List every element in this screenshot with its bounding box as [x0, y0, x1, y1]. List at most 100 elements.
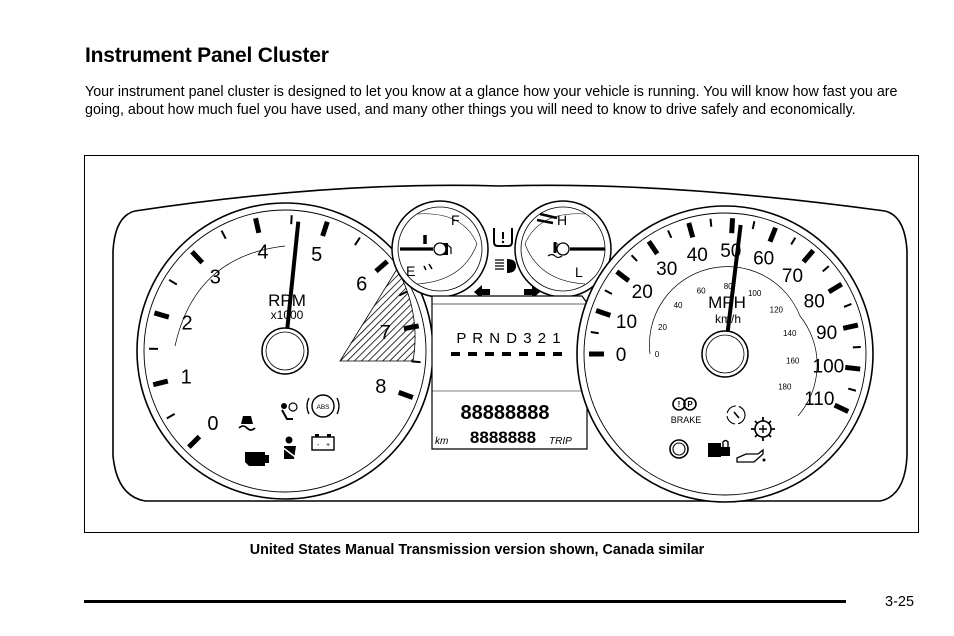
- speed-tick: [822, 265, 830, 273]
- tach-tick: [220, 230, 227, 240]
- tach-tick: [168, 278, 178, 286]
- gear-dash: [451, 352, 460, 356]
- page-title: Instrument Panel Cluster: [85, 44, 329, 67]
- tach-hub: [261, 327, 309, 375]
- tach-tick: [374, 259, 389, 274]
- tach-tick: [153, 310, 170, 320]
- tach-tick-label: 8: [375, 376, 386, 398]
- tach-tick: [403, 323, 420, 332]
- speed-tick: [844, 364, 861, 372]
- gear-selector-dashes: [451, 352, 562, 356]
- cruise-indicator-icon: [669, 439, 689, 459]
- airbag-icon: [281, 402, 298, 420]
- mph-tick-label: 70: [782, 266, 803, 287]
- tach-tick: [354, 236, 361, 246]
- brake-label: BRAKE: [671, 415, 702, 425]
- gear-indicator-label: P R N D 3 2 1: [456, 330, 561, 347]
- kmh-tick-label: 180: [778, 382, 792, 391]
- mph-tick-label: 100: [813, 357, 845, 378]
- gear-dash: [485, 352, 494, 356]
- gear-dash: [536, 352, 545, 356]
- speed-tick: [801, 248, 816, 264]
- tach-tick-label: 0: [207, 413, 218, 435]
- door-lock-icon: [708, 439, 730, 457]
- tire-pressure-icon: [493, 228, 513, 247]
- speed-tick: [847, 387, 857, 392]
- tach-tick-label: 4: [257, 241, 268, 263]
- tach-tick: [398, 290, 408, 297]
- speed-hub: [701, 330, 749, 378]
- mph-tick-label: 10: [616, 312, 637, 333]
- intro-paragraph: Your instrument panel cluster is designe…: [85, 84, 898, 118]
- mph-tick-label: 110: [804, 389, 834, 410]
- tach-unit-label: RPM: [268, 291, 306, 310]
- kmh-tick-label: 160: [786, 356, 800, 365]
- mph-tick-label: 40: [687, 245, 708, 266]
- oil-pressure-icon: [736, 448, 766, 463]
- odometer-km-label: km: [435, 436, 448, 447]
- mph-tick-label: 0: [616, 345, 627, 366]
- odometer-bottom-digits: 8888888: [470, 428, 536, 447]
- mph-tick-label: 20: [632, 282, 653, 303]
- kmh-tick-label: 100: [748, 289, 762, 298]
- svg-text:-: -: [317, 442, 320, 449]
- tach-tick: [320, 220, 330, 237]
- speed-tick: [827, 281, 843, 294]
- kmh-tick-label: 60: [697, 286, 706, 295]
- tach-tick: [166, 413, 176, 420]
- speed-tick: [615, 269, 631, 283]
- battery-icon: - +: [311, 434, 335, 451]
- tach-tick-label: 5: [311, 244, 322, 266]
- speed-tick: [590, 330, 599, 335]
- gear-dash: [519, 352, 528, 356]
- gear-dash: [553, 352, 562, 356]
- brake-icon: ! P BRAKE: [671, 397, 702, 425]
- mph-tick-label: 80: [804, 292, 825, 313]
- mph-tick-label: 30: [656, 259, 677, 280]
- tach-tick-label: 2: [182, 312, 193, 334]
- gear-dash: [502, 352, 511, 356]
- odometer-top-digits: 88888888: [461, 402, 550, 424]
- speed-tick: [790, 237, 797, 245]
- seatbelt-icon: [281, 436, 299, 460]
- tach-tick: [253, 217, 262, 234]
- speed-tick: [767, 226, 778, 243]
- tach-tick: [190, 250, 205, 265]
- fuel-gauge: F E: [391, 200, 489, 298]
- temp-low-label: L: [575, 264, 583, 280]
- footer-rule: [84, 600, 846, 603]
- fuel-empty-label: E: [406, 263, 415, 279]
- figure-caption: United States Manual Transmission versio…: [249, 542, 705, 558]
- speed-tick: [729, 218, 736, 234]
- svg-text:!: !: [678, 400, 681, 409]
- mph-tick-label: 60: [753, 248, 774, 269]
- tach-tick: [411, 360, 421, 364]
- check-engine-icon: [245, 452, 269, 466]
- gear-dash: [468, 352, 477, 356]
- speed-tick: [842, 322, 859, 331]
- temp-high-label: H: [557, 212, 567, 228]
- service-vehicle-icon: [751, 417, 775, 441]
- kmh-tick-label: 20: [658, 323, 667, 332]
- tach-tick-label: 3: [210, 267, 221, 289]
- speed-tick: [604, 289, 613, 295]
- kmh-tick-label: 40: [674, 301, 683, 310]
- speed-tick: [630, 254, 638, 262]
- center-display: P R N D 3 2 1 88888888 km 8888888 TRIP: [431, 295, 588, 450]
- tach-tick-label: 6: [356, 274, 367, 296]
- kmh-tick-label: 80: [724, 282, 733, 291]
- traction-control-icon: [238, 416, 256, 431]
- speed-tick: [646, 239, 660, 256]
- tach-tick: [152, 378, 169, 388]
- page-number: 3-25: [885, 594, 915, 610]
- kmh-tick-label: 0: [655, 350, 660, 359]
- speed-tick: [709, 218, 713, 227]
- tach-tick: [187, 434, 202, 449]
- fuel-full-label: F: [451, 212, 460, 228]
- speed-tick: [667, 230, 673, 239]
- speed-tick: [595, 308, 612, 318]
- temperature-gauge: H L: [514, 200, 612, 298]
